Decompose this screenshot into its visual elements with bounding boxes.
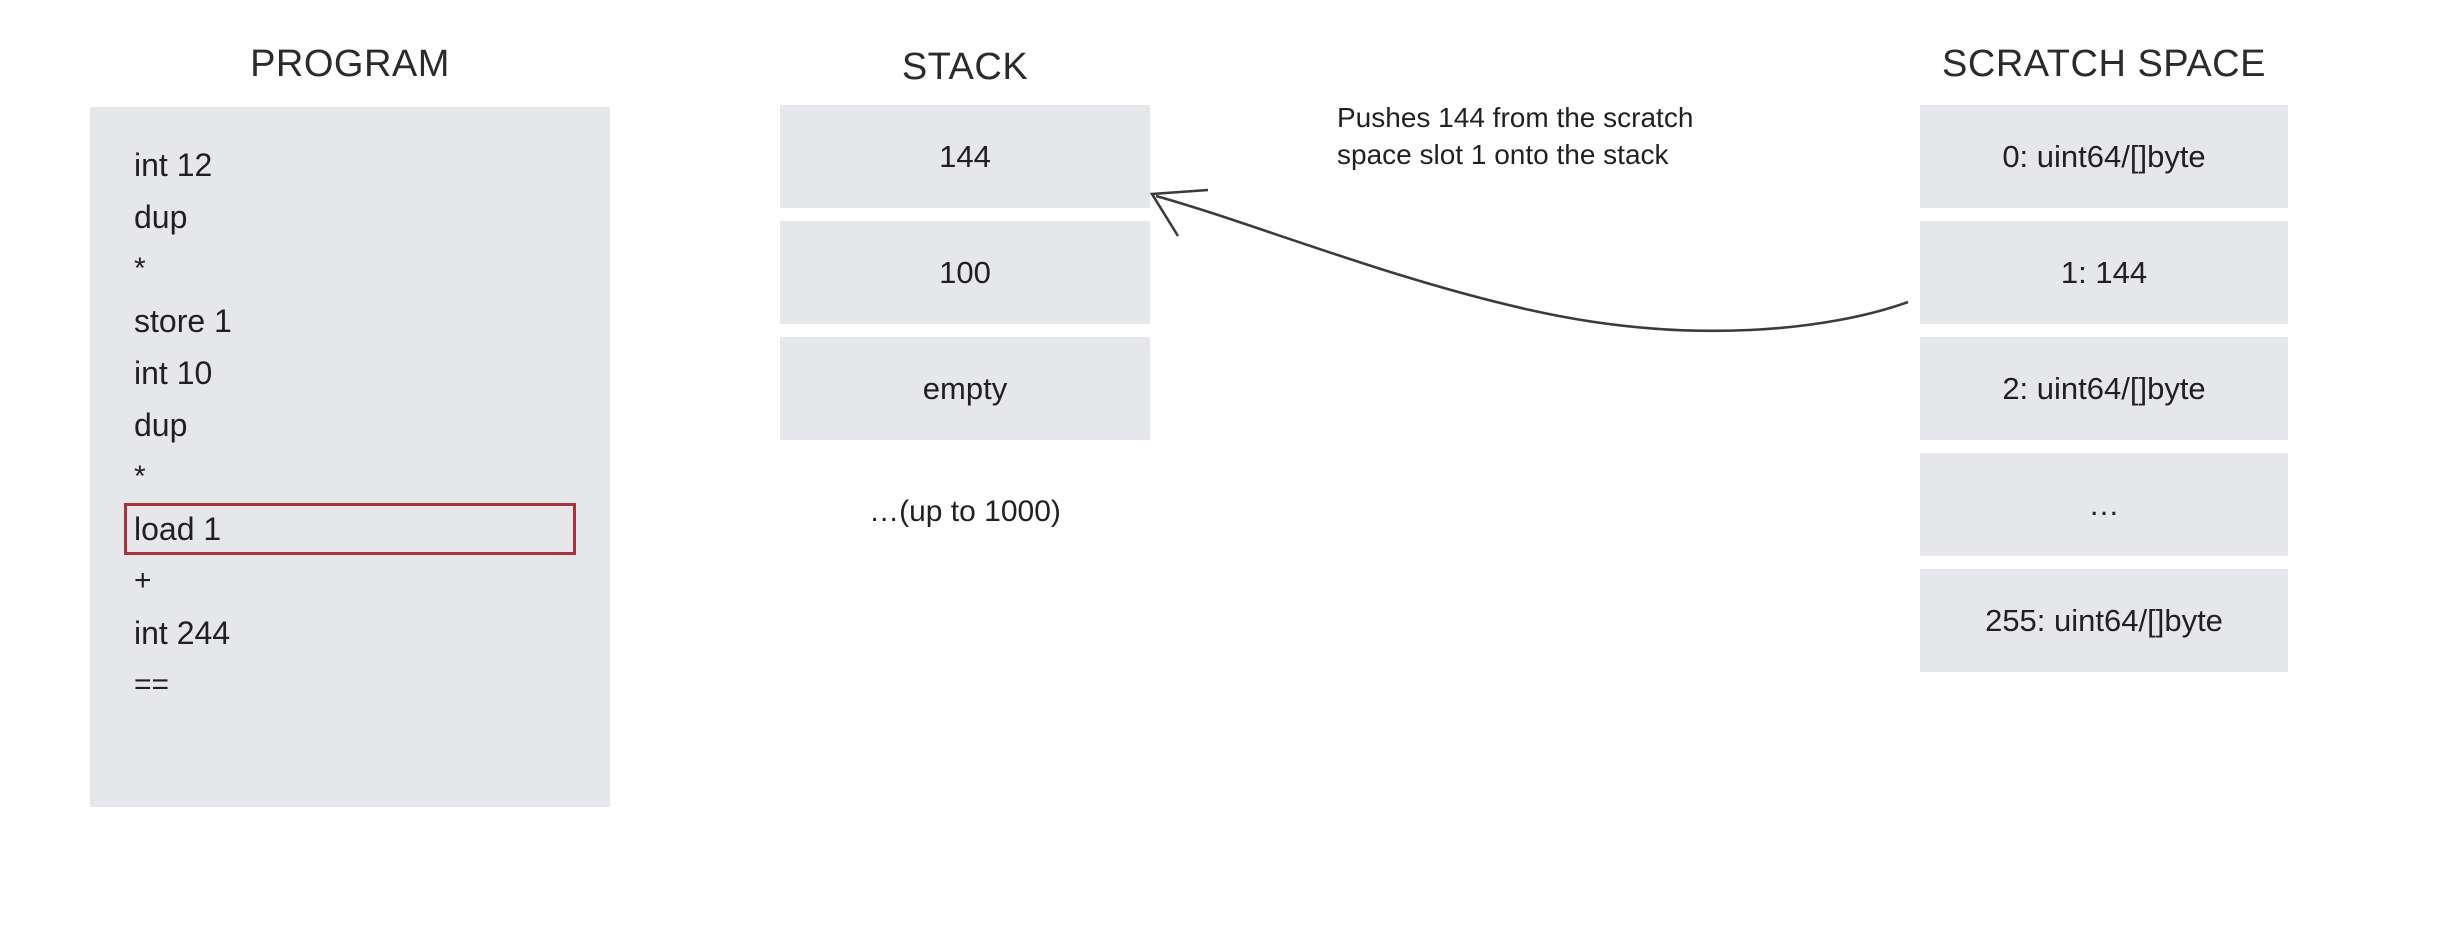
annotation-text: Pushes 144 from the scratch space slot 1… <box>1337 100 1797 174</box>
scratch-slot-255[interactable]: 255: uint64/[]byte <box>1920 569 2288 672</box>
scratch-slot-0[interactable]: 0: uint64/[]byte <box>1920 105 2288 208</box>
stack-heading: STACK <box>901 46 1029 88</box>
stack-column: 144 100 empty …(up to 1000) <box>780 0 1150 934</box>
program-line-load1-highlighted[interactable]: load 1 <box>124 503 576 555</box>
program-line-int244[interactable]: int 244 <box>134 615 231 651</box>
annotation-line-2: space slot 1 onto the stack <box>1337 138 1669 170</box>
scratch-slot-ellipsis[interactable]: … <box>1920 453 2288 556</box>
stack-slot-second[interactable]: 100 <box>780 221 1150 324</box>
program-line-store1[interactable]: store 1 <box>134 303 232 339</box>
push-arrow <box>1149 188 1909 333</box>
program-line-int12[interactable]: int 12 <box>134 147 213 183</box>
stack-slot-empty[interactable]: empty <box>780 337 1150 440</box>
program-line-equals[interactable]: == <box>134 668 170 701</box>
arrow-head <box>1149 188 1209 237</box>
stack-slot-top[interactable]: 144 <box>780 105 1150 208</box>
arrow-curve <box>1155 194 1909 333</box>
scratch-space-column: 0: uint64/[]byte 1: 144 2: uint64/[]byte… <box>1920 0 2288 934</box>
program-line-dup-2[interactable]: dup <box>134 407 188 443</box>
program-line-dup-1[interactable]: dup <box>134 199 188 235</box>
scratch-slot-1[interactable]: 1: 144 <box>1920 221 2288 324</box>
program-line-plus[interactable]: + <box>134 564 152 597</box>
program-heading: PROGRAM <box>250 43 450 85</box>
program-line-multiply-1[interactable]: * <box>134 252 146 285</box>
program-panel: int 12 dup * store 1 int 10 dup * load 1… <box>90 107 610 807</box>
program-line-multiply-2[interactable]: * <box>134 460 146 493</box>
scratch-space-heading: SCRATCH SPACE <box>1942 43 2266 85</box>
program-line-int10[interactable]: int 10 <box>134 355 213 391</box>
scratch-slot-2[interactable]: 2: uint64/[]byte <box>1920 337 2288 440</box>
annotation-line-1: Pushes 144 from the scratch <box>1337 102 1694 133</box>
program-instruction-list: int 12 dup * store 1 int 10 dup * load 1… <box>124 139 576 711</box>
stack-capacity-note: …(up to 1000) <box>869 495 1061 528</box>
